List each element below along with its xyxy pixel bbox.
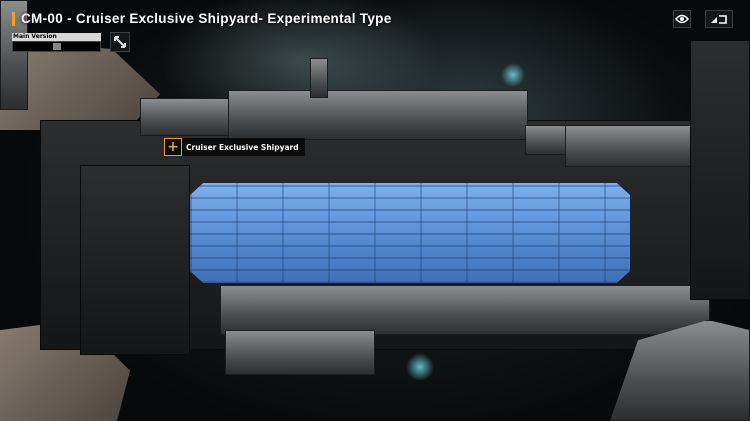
shipyard-bay xyxy=(190,183,630,283)
hull-top-2 xyxy=(228,90,528,140)
eye-icon xyxy=(675,14,689,24)
hull-bottom-2 xyxy=(225,330,375,375)
mast xyxy=(310,58,328,98)
version-thumb[interactable] xyxy=(52,43,61,50)
title-accent-bar xyxy=(12,11,15,26)
crosshair-icon: + xyxy=(164,138,182,156)
target-tag[interactable]: + Cruiser Exclusive Shipyard xyxy=(164,138,305,156)
hull-mid xyxy=(80,165,190,355)
back-return-icon xyxy=(711,15,727,24)
version-slider[interactable]: Main Version xyxy=(12,33,101,53)
target-tag-label: Cruiser Exclusive Shipyard xyxy=(186,142,299,152)
back-button[interactable] xyxy=(705,10,733,28)
title-text: CM-00 - Cruiser Exclusive Shipyard- Expe… xyxy=(21,11,392,26)
toggle-view-button[interactable] xyxy=(673,10,691,28)
version-label: Main Version xyxy=(12,33,101,41)
expand-arrows-icon xyxy=(114,36,126,48)
version-track[interactable] xyxy=(12,41,101,52)
location-title: CM-00 - Cruiser Exclusive Shipyard- Expe… xyxy=(12,11,392,26)
station-tower-right xyxy=(690,40,750,300)
expand-button[interactable] xyxy=(110,32,130,52)
hull-bottom xyxy=(220,285,710,335)
hull-top-1 xyxy=(140,98,230,136)
